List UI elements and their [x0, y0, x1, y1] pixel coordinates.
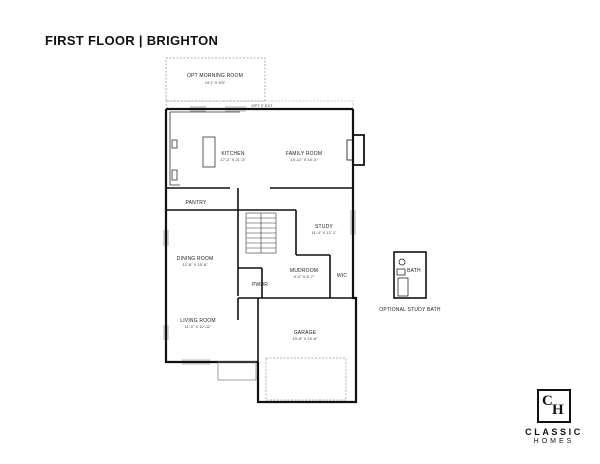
family-room-label: FAMILY ROOM	[286, 151, 322, 157]
morning-room-label: OPT MORNING ROOM	[187, 73, 243, 79]
optional-study-bath-label: OPTIONAL STUDY BATH	[379, 307, 441, 313]
dining-room-label: DINING ROOM	[177, 256, 214, 262]
page-title: FIRST FLOOR | BRIGHTON	[45, 33, 219, 48]
dining-room-dims: 12'-8" X 15'-8"	[182, 262, 208, 267]
windows	[163, 106, 356, 365]
garage-label: GARAGE	[294, 330, 317, 336]
pantry-label: PANTRY	[185, 200, 206, 206]
logo-monogram-h: H	[552, 402, 564, 418]
stairs	[245, 212, 277, 254]
kitchen-dims: 17'-2" X 21'-3"	[220, 157, 246, 162]
bath-label: BATH	[407, 268, 421, 274]
opt-ext-label: OPT 2' EXT	[251, 103, 273, 108]
front-porch	[217, 361, 257, 381]
living-room-dims: 11'-0" X 12'-11"	[185, 324, 212, 329]
mudroom-label: MUDROOM	[290, 268, 318, 274]
optional-study-bath-plan	[393, 251, 427, 299]
mudroom-dims: 9'-4" X 8'-7"	[294, 274, 315, 279]
kitchen-island	[169, 111, 240, 186]
garage-dims: 19'-8" X 19'-8"	[292, 336, 318, 341]
living-room-label: LIVING ROOM	[180, 318, 216, 324]
morning-room-dims: 19'1" X 9'6"	[205, 80, 226, 85]
pwdr-label: PWDR	[252, 282, 268, 288]
logo-name-line2: HOMES	[533, 438, 575, 445]
logo-monogram-c: C	[542, 393, 553, 409]
family-room-dims: 15'-11" X 15'-3"	[290, 157, 318, 162]
classic-homes-logo: C H CLASSIC HOMES	[525, 389, 583, 445]
study-label: STUDY	[315, 224, 333, 230]
logo-name-line1: CLASSIC	[525, 427, 583, 437]
kitchen-label: KITCHEN	[221, 151, 245, 157]
opt-morning-room-outline	[165, 57, 266, 102]
interior-walls	[166, 187, 353, 362]
garage-door	[265, 357, 347, 401]
wic-label: WIC	[337, 273, 348, 279]
logo-monogram: C H	[537, 389, 571, 423]
study-dims: 11'-4" X 12'-1"	[312, 230, 338, 235]
fireplace-bay	[346, 134, 365, 166]
